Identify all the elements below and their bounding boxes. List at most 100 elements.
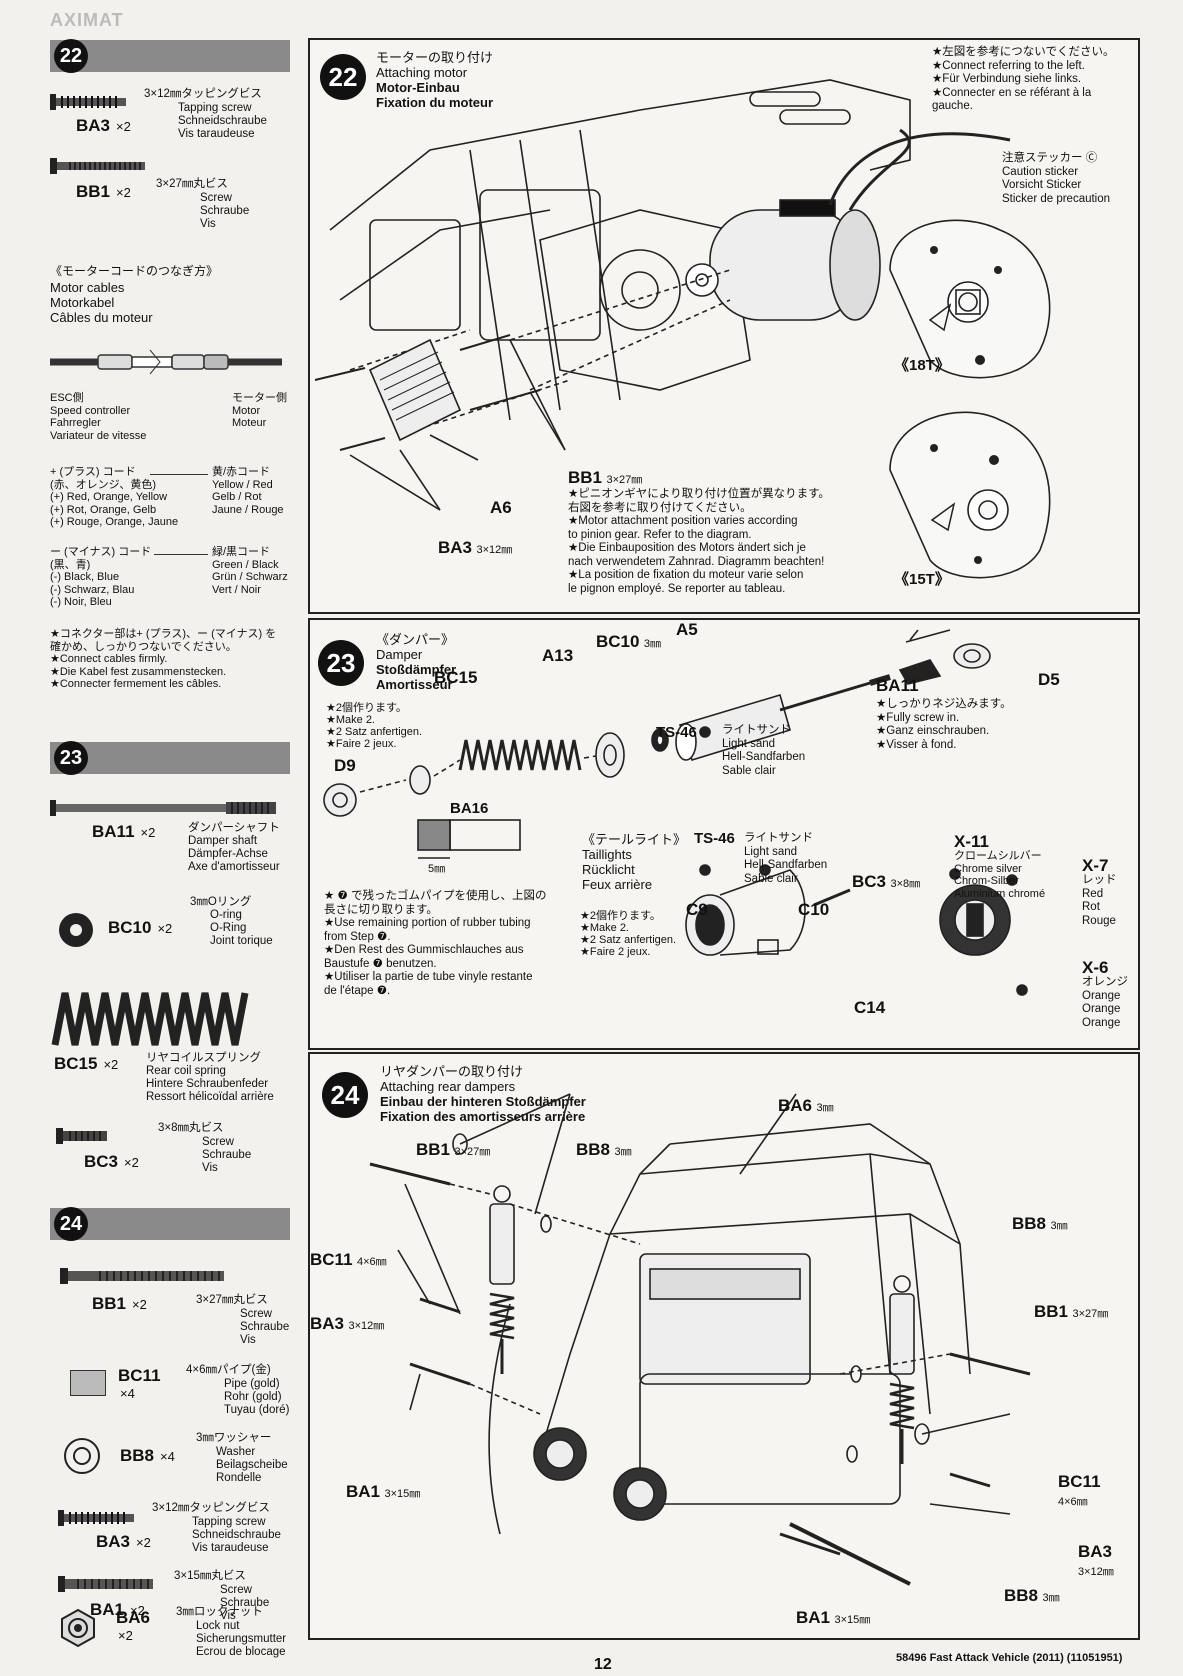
part-code: BA3 <box>96 1532 131 1551</box>
callout-size: 3×27㎜ <box>454 1146 491 1158</box>
part-code: BB8 <box>120 1446 155 1465</box>
gold-pipe-icon <box>70 1370 106 1396</box>
o-ring-icon <box>59 913 93 947</box>
minus-line: (-) Noir, Bleu <box>50 596 112 608</box>
plus-right-line: Jaune / Rouge <box>212 503 284 516</box>
note-line: from Step ❼. <box>324 930 391 943</box>
part-code: BA1 <box>90 1600 125 1619</box>
bb8-code-24: BB8×4 <box>120 1446 175 1466</box>
caution-line: Sticker de precaution <box>1002 192 1111 205</box>
part-qty: ×2 <box>116 119 131 134</box>
desc-line: Joint torique <box>210 935 273 947</box>
note-line: ★Use remaining portion of rubber tubing <box>324 917 531 929</box>
note-line: ★Die Einbauposition des Motors ändert si… <box>568 542 806 554</box>
desc-line: Dämpfer-Achse <box>188 848 268 860</box>
ba3-desc-24: Tapping screw Schneidschraube Vis taraud… <box>192 1516 281 1555</box>
paint-x7-label: X-7 <box>1082 856 1109 875</box>
note-line: ★Make 2. <box>326 714 375 726</box>
note-line: ★2 Satz anfertigen. <box>580 934 677 946</box>
esc-side-label: ESC側 Speed controller Fahrregler Variate… <box>50 392 146 442</box>
desc-line: Washer <box>216 1446 256 1458</box>
ba1-callout-left: BA1 3×15㎜ <box>346 1482 420 1502</box>
minus-line: (黒、青) <box>50 558 91 571</box>
plus-right-line: 黄/赤コード <box>212 466 271 478</box>
color-line: Rouge <box>1082 914 1116 927</box>
note-line: Baustufe ❼ benutzen. <box>324 957 437 970</box>
desc-line: ダンパーシャフト <box>188 822 280 834</box>
motor-side-line: Motor <box>232 404 261 417</box>
part-c14-label: C14 <box>854 998 886 1017</box>
ba11-code-23: BA11×2 <box>92 822 155 842</box>
title-line: Stoßdämpfer <box>376 662 457 677</box>
desc-line: Tapping screw <box>178 102 252 114</box>
step-22-number: 22 <box>320 54 366 100</box>
note-line: 長さに切り取ります。 <box>324 903 438 916</box>
bb1-size-22: 3×27㎜丸ビス <box>156 178 228 190</box>
step-24-badge: 24 <box>54 1207 88 1241</box>
screw-icon <box>58 1576 153 1592</box>
part-ba16-label: BA16 <box>450 800 489 817</box>
note-line: ★Visser à fond. <box>876 738 957 751</box>
desc-line: Sicherungsmutter <box>196 1633 287 1645</box>
minus-right-line: Vert / Noir <box>212 583 261 596</box>
title-line: Attaching motor <box>376 65 468 80</box>
callout-code: BB8 <box>1004 1586 1039 1605</box>
bb8-callout-bottom: BB8 3㎜ <box>1004 1586 1060 1606</box>
minus-right-line: Grün / Schwarz <box>212 571 288 583</box>
note-line: ★Die Kabel fest zusammenstecken. <box>50 665 227 678</box>
esc-line: Fahrregler <box>50 417 101 429</box>
note-line: ★Fully screw in. <box>876 711 960 724</box>
ba3-desc-22: Tapping screw Schneidschraube Vis taraud… <box>178 102 267 141</box>
desc-line: Tuyau (doré) <box>224 1404 290 1416</box>
minus-line: (-) Schwarz, Blau <box>50 583 135 596</box>
screw-icon <box>50 158 145 174</box>
title-line: Fixation du moteur <box>376 95 493 110</box>
color-line: Chrom-Silber <box>954 875 1019 887</box>
motor-cables-title-jp: 《モーターコードのつなぎ方》 <box>50 264 219 278</box>
desc-line: Tapping screw <box>192 1516 266 1528</box>
bb1-callout-left: BB1 3×27㎜ <box>416 1140 490 1160</box>
title-line: Attaching rear dampers <box>380 1079 516 1094</box>
callout-size: 3×27㎜ <box>606 474 643 486</box>
step-24-panel: 24 リヤダンパーの取り付け Attaching rear dampers Ei… <box>308 1052 1140 1640</box>
esc-line: Speed controller <box>50 404 131 417</box>
part-qty: ×2 <box>124 1155 139 1170</box>
step-24-number: 24 <box>322 1072 368 1118</box>
callout-size: 3×27㎜ <box>1072 1308 1109 1320</box>
note-line: ★2個作ります。 <box>580 910 661 922</box>
minus-leader-line <box>154 554 208 555</box>
desc-line: Ressort hélicoïdal arrière <box>146 1091 274 1103</box>
rear-damper-assembly-illustration <box>369 1093 1031 1586</box>
bc3-code-23: BC3×2 <box>84 1152 139 1172</box>
bb1-desc-22: Screw Schraube Vis <box>200 192 249 231</box>
part-d9-label: D9 <box>334 756 356 775</box>
desc-line: Rohr (gold) <box>224 1391 282 1403</box>
callout-code: BC10 <box>596 632 640 651</box>
part-qty: ×2 <box>157 921 173 936</box>
caution-line: 注意ステッカー Ⓒ <box>1002 152 1098 164</box>
note-line: ★ ❼ で残ったゴムパイプを使用し、上図の <box>324 890 547 902</box>
part-code: BA6 <box>116 1608 151 1627</box>
note-line: ★Connect referring to the left. <box>932 59 1085 72</box>
ba6-desc-24: Lock nut Sicherungsmutter Ecrou de bloca… <box>196 1620 286 1659</box>
step-23-panel: 23 《ダンパー》 Damper Stoßdämpfer Amortisseur… <box>308 618 1140 1050</box>
callout-code: BB1 <box>1034 1302 1069 1321</box>
bc15-desc-23: リヤコイルスプリング Rear coil spring Hintere Schr… <box>146 1052 274 1104</box>
desc-line: Ecrou de blocage <box>196 1646 286 1658</box>
bb1-code-24: BB1×2 <box>92 1294 147 1314</box>
desc-line: Rondelle <box>216 1472 262 1484</box>
desc-line: O-ring <box>210 909 242 921</box>
callout-code: BB8 <box>576 1140 611 1159</box>
minus-right-line: 緑/黒コード <box>212 546 271 558</box>
desc-line: Schneidschraube <box>178 115 267 127</box>
step-22-bar <box>50 40 290 72</box>
ba1-callout-bottom: BA1 3×15㎜ <box>796 1608 870 1628</box>
esc-line: Variateur de vitesse <box>50 429 147 442</box>
note-line: ★Den Rest des Gummischlauches aus <box>324 944 524 956</box>
note-line: to pinion gear. Refer to the diagram. <box>568 528 752 541</box>
title-line: Damper <box>376 647 423 662</box>
bb8-size-24: 3㎜ワッシャー <box>196 1432 272 1444</box>
desc-line: Schraube <box>202 1149 252 1161</box>
motor-side-label: モーター側 Motor Moteur <box>232 392 287 430</box>
motor-cables-title: Motor cables Motorkabel Câbles du moteur <box>50 280 153 325</box>
